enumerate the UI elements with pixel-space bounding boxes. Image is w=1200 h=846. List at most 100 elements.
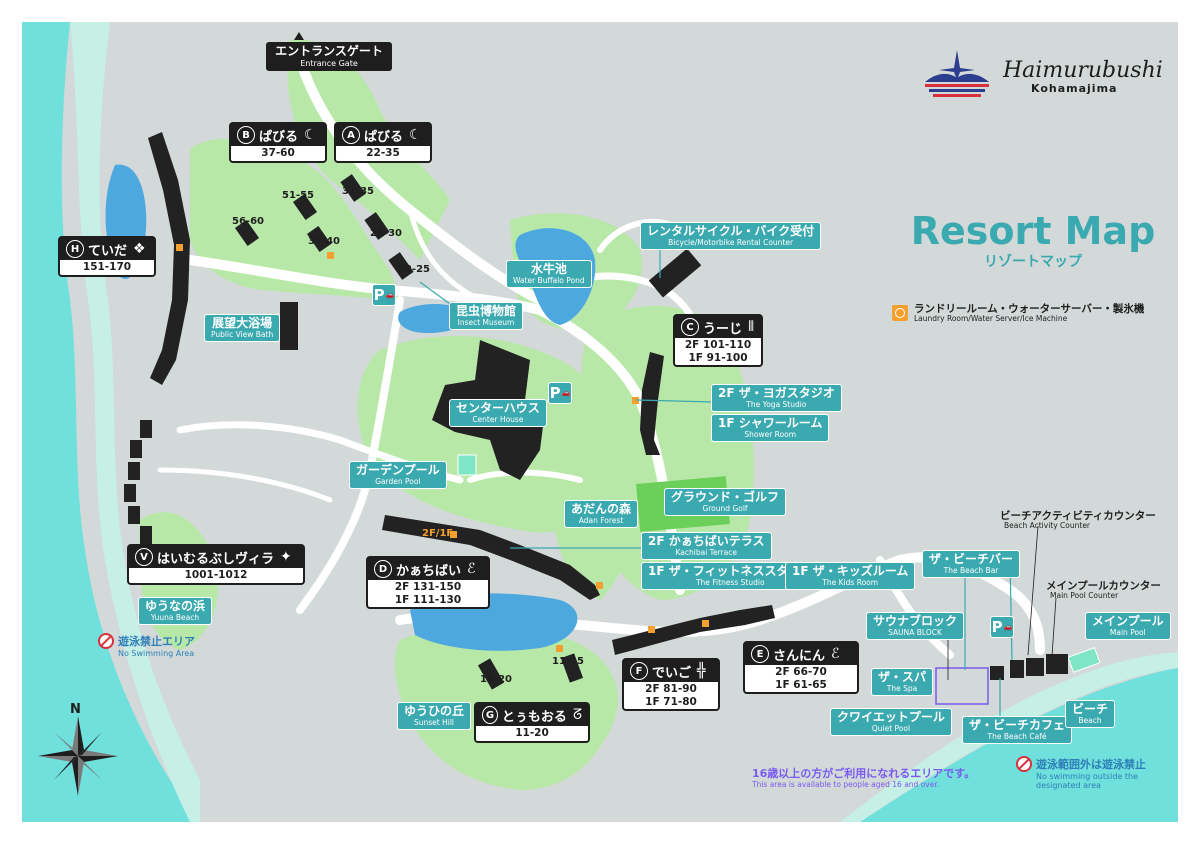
room-number: 16-20	[480, 674, 512, 685]
logo-sub: Kohamajima	[1031, 82, 1118, 96]
logo-brand: Haimurubushi	[1003, 58, 1163, 83]
building-rooms: 1001-1012	[129, 568, 303, 583]
title-jp: リゾートマップ	[984, 254, 1082, 270]
star-icon: ✦	[280, 549, 292, 565]
room-range-2f: 2F 131-150	[394, 581, 462, 593]
label-jp: レンタルサイクル・バイク受付	[647, 224, 815, 238]
label-en: The Beach Bar	[943, 565, 999, 575]
label-jp: 2F かぁちばいテラス	[648, 534, 765, 548]
label-en: SAUNA BLOCK	[888, 627, 942, 637]
building-name: でいご	[652, 665, 692, 681]
sea-west	[22, 22, 200, 822]
building-letter: E	[751, 645, 769, 663]
warning-jp: 遊泳禁止エリア	[118, 635, 195, 648]
adults-only-area-outline	[935, 667, 989, 705]
label-jp: クワイエットプール	[837, 710, 945, 724]
room-range-1f: 1F 111-130	[394, 593, 462, 606]
building-name: はいむるぶしヴィラ	[157, 551, 275, 567]
villa-1	[140, 420, 152, 438]
label-en: Garden Pool	[375, 476, 421, 486]
building-rooms: 11-20	[476, 726, 588, 741]
villa-6	[140, 526, 152, 544]
label-jp: 1F ザ・フィットネススタジオ	[648, 564, 813, 578]
legend-en: Laundry Room/Water Server/Ice Machine	[914, 314, 1068, 324]
label-jp: センターハウス	[456, 401, 540, 415]
building-h-block	[148, 132, 190, 385]
building-letter: H	[66, 240, 84, 258]
label-en: Beach Activity Counter	[1004, 521, 1091, 531]
diamond-pattern-icon: ❖	[133, 241, 146, 257]
label-en: The Yoga Studio	[746, 399, 807, 409]
label-jp: ゆうひの丘	[404, 704, 465, 718]
building-name: うーじ	[703, 321, 743, 337]
facility-markers	[176, 244, 709, 652]
label-en: Center House	[472, 414, 524, 424]
label-en: The Fitness Studio	[695, 577, 765, 587]
label-en: Shower Room	[744, 429, 797, 439]
label-jp: 1F ザ・キッズルーム	[792, 564, 909, 578]
building-name: かぁちばい	[396, 563, 462, 579]
label-jp: あだんの森	[571, 502, 632, 516]
label-jp: 2F ザ・ヨガスタジオ	[718, 386, 835, 400]
moon-icon: ☾	[409, 127, 422, 143]
legend-jp: ランドリールーム・ウォーターサーバー・製氷機	[914, 303, 1145, 315]
label-jp: 1F シャワールーム	[718, 416, 823, 430]
label-en: Public View Bath	[211, 329, 274, 339]
label-en: Sunset Hill	[414, 717, 455, 727]
car-icon: 🚗	[385, 291, 395, 299]
label-en: Beach	[1078, 715, 1102, 725]
building-name: ていだ	[88, 243, 128, 259]
room-range-2f: 2F 81-90	[645, 683, 697, 695]
parking-icon: P🚗	[372, 284, 396, 306]
label-jp: 水牛池	[530, 262, 567, 276]
label-en: Yuuna Beach	[150, 612, 200, 622]
villa-5	[128, 506, 140, 524]
label-jp: メインプールカウンター	[1046, 580, 1161, 592]
building-d-block	[382, 515, 600, 600]
room-number: 31-35	[342, 186, 374, 197]
building-name: とぅもおる	[501, 709, 567, 725]
building-letter: V	[135, 548, 153, 566]
wave-pattern-icon: ℰ	[467, 561, 476, 577]
entrance-arrow-icon	[294, 32, 304, 40]
bars-pattern-icon: ⦀	[748, 319, 755, 335]
building-name: さんにん	[773, 648, 826, 664]
building-c-block	[640, 352, 664, 455]
label-en: Main Pool Counter	[1050, 591, 1119, 601]
room-range-2f: 2F 66-70	[775, 666, 827, 678]
building-rooms: 22-35	[336, 146, 430, 161]
cross-pattern-icon: ╬	[697, 663, 706, 679]
parking-label: P	[549, 384, 561, 402]
building-public-bath	[280, 302, 298, 350]
label-jp: ザ・スパ	[878, 670, 927, 684]
label-en: Water Buffalo Pond	[513, 275, 585, 285]
sand-southeast	[840, 652, 1178, 822]
title-en: Resort Map	[910, 209, 1156, 253]
car-icon: 🚗	[1003, 623, 1013, 631]
room-range-1f: 1F 91-100	[688, 351, 748, 364]
green-north-west	[190, 139, 400, 300]
building-rooms: 37-60	[231, 146, 325, 161]
room-number: 37-40	[308, 236, 340, 247]
entrance-jp: エントランスゲート	[275, 44, 383, 58]
compass-rose-icon	[38, 716, 118, 796]
